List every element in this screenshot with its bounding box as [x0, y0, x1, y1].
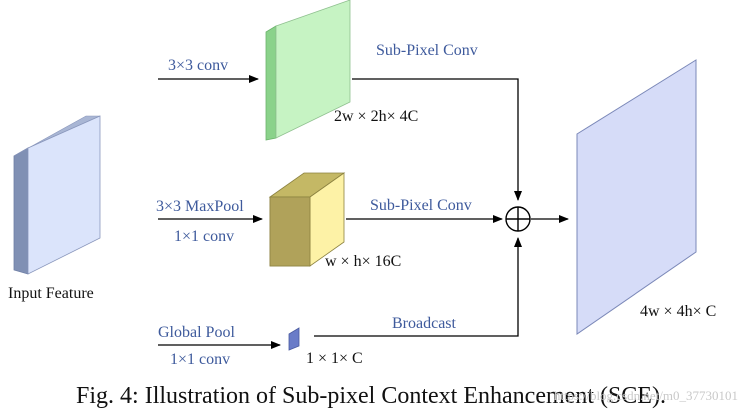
elementwise-sum-icon: [505, 206, 531, 232]
yellow-feature-cube: [268, 172, 346, 267]
figure-caption: Fig. 4: Illustration of Sub-pixel Contex…: [76, 383, 666, 409]
green-feature-block: [265, 0, 351, 141]
broadcast-arrow: [314, 237, 522, 337]
subpixel-top-label: Sub-Pixel Conv: [376, 42, 478, 59]
input-feature-label: Input Feature: [8, 285, 94, 302]
global-pool-label: Global Pool: [158, 324, 235, 341]
dim-small-label: 1 × 1× C: [306, 350, 363, 367]
conv1x1-b-label: 1×1 conv: [170, 351, 230, 368]
watermark: https://blog.csdn.net/m0_37730101: [554, 388, 738, 403]
input-feature-block: [13, 115, 101, 275]
dim-top-label: 2w × 2h× 4C: [334, 108, 418, 125]
conv1x1-a-label: 1×1 conv: [174, 228, 234, 245]
subpixel-mid-label: Sub-Pixel Conv: [370, 197, 472, 214]
conv3x3-label: 3×3 conv: [168, 57, 228, 74]
maxpool-label: 3×3 MaxPool: [156, 198, 244, 215]
small-feature-block: [288, 327, 300, 351]
broadcast-label: Broadcast: [392, 315, 457, 332]
output-feature-block: [576, 59, 697, 335]
dim-mid-label: w × h× 16C: [325, 253, 401, 270]
dim-output-label: 4w × 4h× C: [640, 303, 716, 320]
subpixel-top-arrow: [352, 78, 522, 201]
